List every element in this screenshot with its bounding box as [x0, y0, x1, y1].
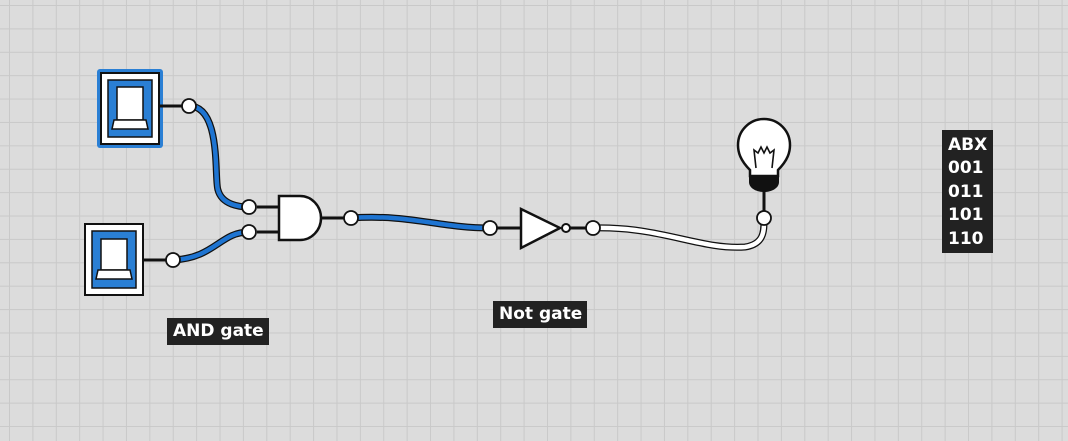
pin-switch-b-out[interactable]	[165, 252, 181, 268]
pin-not-out[interactable]	[585, 220, 601, 236]
light-bulb[interactable]	[736, 117, 792, 211]
not-gate[interactable]	[497, 207, 587, 251]
pin-and-out[interactable]	[343, 210, 359, 226]
truth-table-header: ABX	[948, 135, 988, 155]
not-gate-bubble	[561, 223, 571, 233]
wire-and-to-not[interactable]	[350, 213, 491, 232]
truth-table[interactable]: ABX 001 011 101 110	[942, 130, 993, 253]
light-bulb-icon	[736, 117, 792, 178]
truth-table-row: 101	[948, 205, 984, 226]
truth-table-row: 001	[948, 158, 984, 179]
wire-b-to-and[interactable]	[172, 228, 250, 264]
switch-b[interactable]	[84, 223, 144, 296]
toggle-switch-icon	[116, 86, 144, 121]
switch-b-lever	[95, 269, 133, 280]
pin-and-in-a[interactable]	[241, 199, 257, 215]
switch-a-lever	[111, 119, 149, 130]
wire-not-to-bulb[interactable]	[592, 217, 768, 251]
toggle-switch-icon	[100, 238, 128, 271]
not-gate-icon	[519, 207, 563, 251]
pin-and-in-b[interactable]	[241, 224, 257, 240]
pin-switch-a-out[interactable]	[181, 98, 197, 114]
pin-not-in[interactable]	[482, 220, 498, 236]
and-gate-label[interactable]: AND gate	[167, 318, 269, 345]
bulb-filament	[753, 145, 775, 169]
truth-table-row: 011	[948, 181, 984, 202]
switch-a[interactable]	[97, 69, 163, 148]
not-gate-label[interactable]: Not gate	[493, 301, 588, 328]
pin-bulb-in[interactable]	[756, 210, 772, 226]
and-gate[interactable]	[257, 194, 345, 242]
wire-a-to-and[interactable]	[188, 102, 250, 211]
bulb-base	[749, 176, 779, 192]
truth-table-row: 110	[948, 228, 984, 249]
and-gate-icon	[277, 194, 323, 242]
